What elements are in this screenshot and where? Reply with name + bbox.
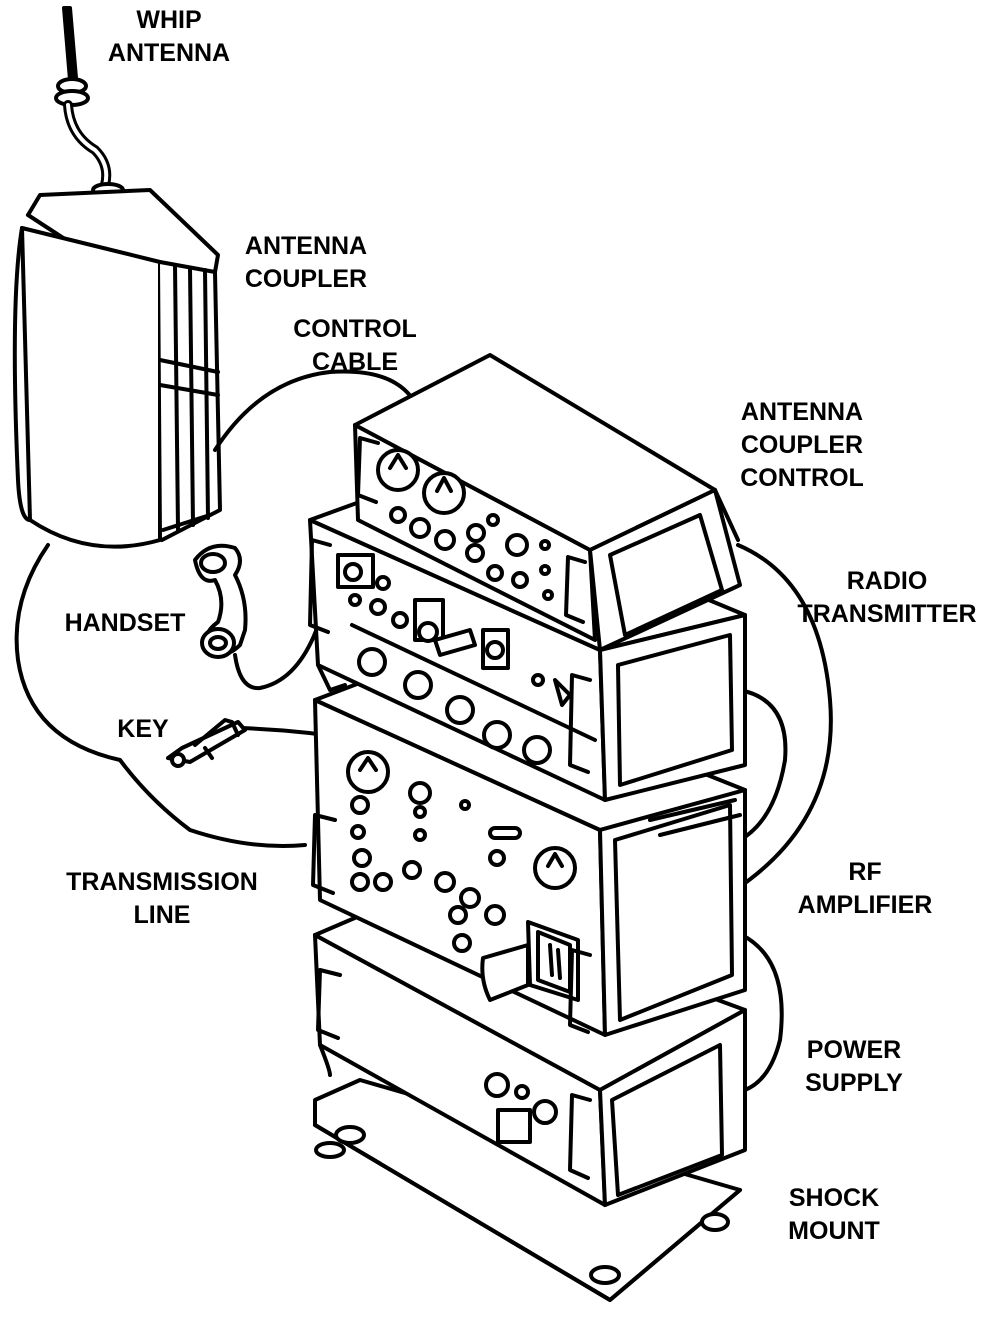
label-line: RADIO: [846, 567, 928, 595]
label-line: TRANSMISSION: [66, 868, 258, 896]
control-cable: [213, 369, 414, 452]
label-line: TRANSMITTER: [797, 600, 977, 628]
antenna-coupler: [12, 188, 222, 549]
label-shock-mount: SHOCK MOUNT: [764, 1182, 904, 1248]
label-line: COUPLER: [244, 265, 368, 293]
label-line: HANDSET: [64, 609, 186, 637]
label-control-cable: CONTROL CABLE: [275, 313, 435, 379]
label-line: ANTENNA: [740, 398, 864, 426]
antenna-coupler-control: [353, 353, 742, 652]
label-line: LINE: [133, 901, 191, 929]
label-line: CONTROL: [293, 315, 417, 343]
label-line: SUPPLY: [805, 1069, 903, 1097]
label-antenna-coupler-control: ANTENNA COUPLER CONTROL: [722, 396, 882, 495]
label-antenna-coupler: ANTENNA COUPLER: [226, 230, 386, 296]
label-line: KEY: [117, 715, 169, 743]
label-line: SHOCK: [788, 1184, 880, 1212]
label-radio-transmitter: RADIO TRANSMITTER: [783, 565, 991, 631]
label-line: AMPLIFIER: [797, 891, 933, 919]
label-line: CONTROL: [740, 464, 864, 492]
label-transmission-line: TRANSMISSION LINE: [48, 866, 276, 932]
label-key: KEY: [100, 713, 186, 746]
transmission-line: [14, 543, 307, 848]
label-whip-antenna: WHIP ANTENNA: [96, 4, 242, 70]
label-line: MOUNT: [788, 1217, 880, 1245]
label-line: COUPLER: [740, 431, 864, 459]
label-line: CABLE: [311, 348, 399, 376]
label-line: RF: [848, 858, 882, 886]
right-cables: [733, 543, 833, 1092]
key: [166, 718, 247, 768]
label-handset: HANDSET: [52, 607, 198, 640]
label-line: ANTENNA: [244, 232, 368, 260]
label-line: ANTENNA: [107, 39, 231, 67]
label-rf-amplifier: RF AMPLIFIER: [790, 856, 940, 922]
label-power-supply: POWER SUPPLY: [784, 1034, 924, 1100]
label-line: WHIP: [136, 6, 202, 34]
shock-mount: [313, 1078, 742, 1302]
handset: [193, 543, 248, 659]
label-line: POWER: [806, 1036, 902, 1064]
